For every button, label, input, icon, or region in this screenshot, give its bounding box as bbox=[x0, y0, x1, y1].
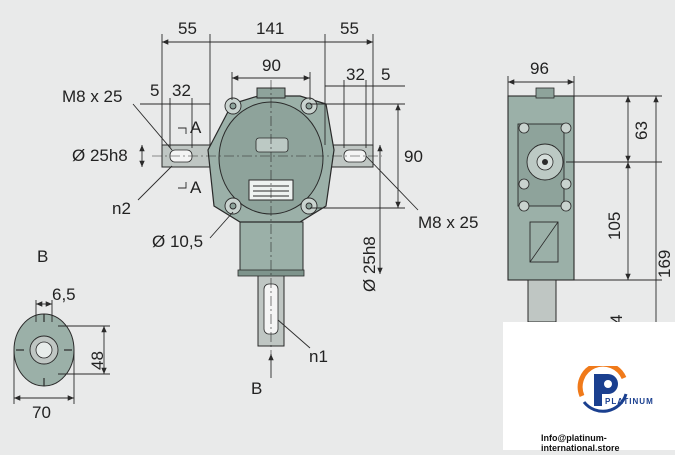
dim-diam-25h8-vertical: Ø 25h8 bbox=[360, 236, 379, 292]
breather-plug bbox=[255, 137, 289, 153]
dim-141: 141 bbox=[256, 19, 284, 38]
brand-name: PLATINUM bbox=[605, 397, 654, 406]
dim-55-right: 55 bbox=[340, 19, 359, 38]
view-b-dimensions bbox=[13, 300, 110, 404]
bottom-housing bbox=[239, 221, 304, 275]
label-m8-left: M8 x 25 bbox=[62, 87, 122, 106]
label-m8-right: M8 x 25 bbox=[418, 213, 478, 232]
dim-90-right: 90 bbox=[404, 147, 423, 166]
dim-5-left: 5 bbox=[150, 81, 159, 100]
mounting-bolts bbox=[224, 97, 318, 215]
dim-6-5: 6,5 bbox=[52, 285, 76, 304]
dim-55-left: 55 bbox=[178, 19, 197, 38]
side-bottom-shaft bbox=[527, 279, 557, 323]
dim-90-inner: 90 bbox=[262, 56, 281, 75]
label-section-a-bottom: A bbox=[190, 178, 202, 197]
dim-70: 70 bbox=[32, 403, 51, 422]
side-dimensions bbox=[507, 76, 662, 322]
dim-96: 96 bbox=[530, 59, 549, 78]
platinum-logo bbox=[577, 366, 628, 413]
label-view-b-title: B bbox=[37, 247, 48, 266]
side-text: 96 63 105 169 4 bbox=[530, 59, 674, 324]
brand-email: Info@platinum-international.store bbox=[541, 433, 620, 453]
front-view bbox=[152, 80, 382, 356]
dim-cut-4: 4 bbox=[607, 315, 626, 324]
dim-32-right: 32 bbox=[346, 65, 365, 84]
view-b: B bbox=[13, 247, 75, 387]
brand-panel bbox=[503, 322, 675, 450]
dim-169: 169 bbox=[655, 250, 674, 278]
label-section-a-top: A bbox=[190, 118, 202, 137]
dim-48: 48 bbox=[88, 351, 107, 370]
front-text: 55 141 55 90 32 5 5 32 90 M8 x 25 Ø 25h8… bbox=[62, 19, 478, 398]
side-view bbox=[507, 87, 575, 323]
front-dimensions bbox=[132, 34, 419, 378]
dim-32-left: 32 bbox=[172, 81, 191, 100]
label-view-b-arrow: B bbox=[251, 379, 262, 398]
dim-5-right: 5 bbox=[381, 65, 390, 84]
label-diam-25h8-left: Ø 25h8 bbox=[72, 146, 128, 165]
label-diam-10-5: Ø 10,5 bbox=[152, 232, 203, 251]
dim-105: 105 bbox=[605, 212, 624, 240]
label-n1: n1 bbox=[309, 347, 328, 366]
dim-63: 63 bbox=[632, 121, 651, 140]
label-n2: n2 bbox=[112, 199, 131, 218]
view-b-text: 6,5 48 70 bbox=[32, 285, 107, 422]
